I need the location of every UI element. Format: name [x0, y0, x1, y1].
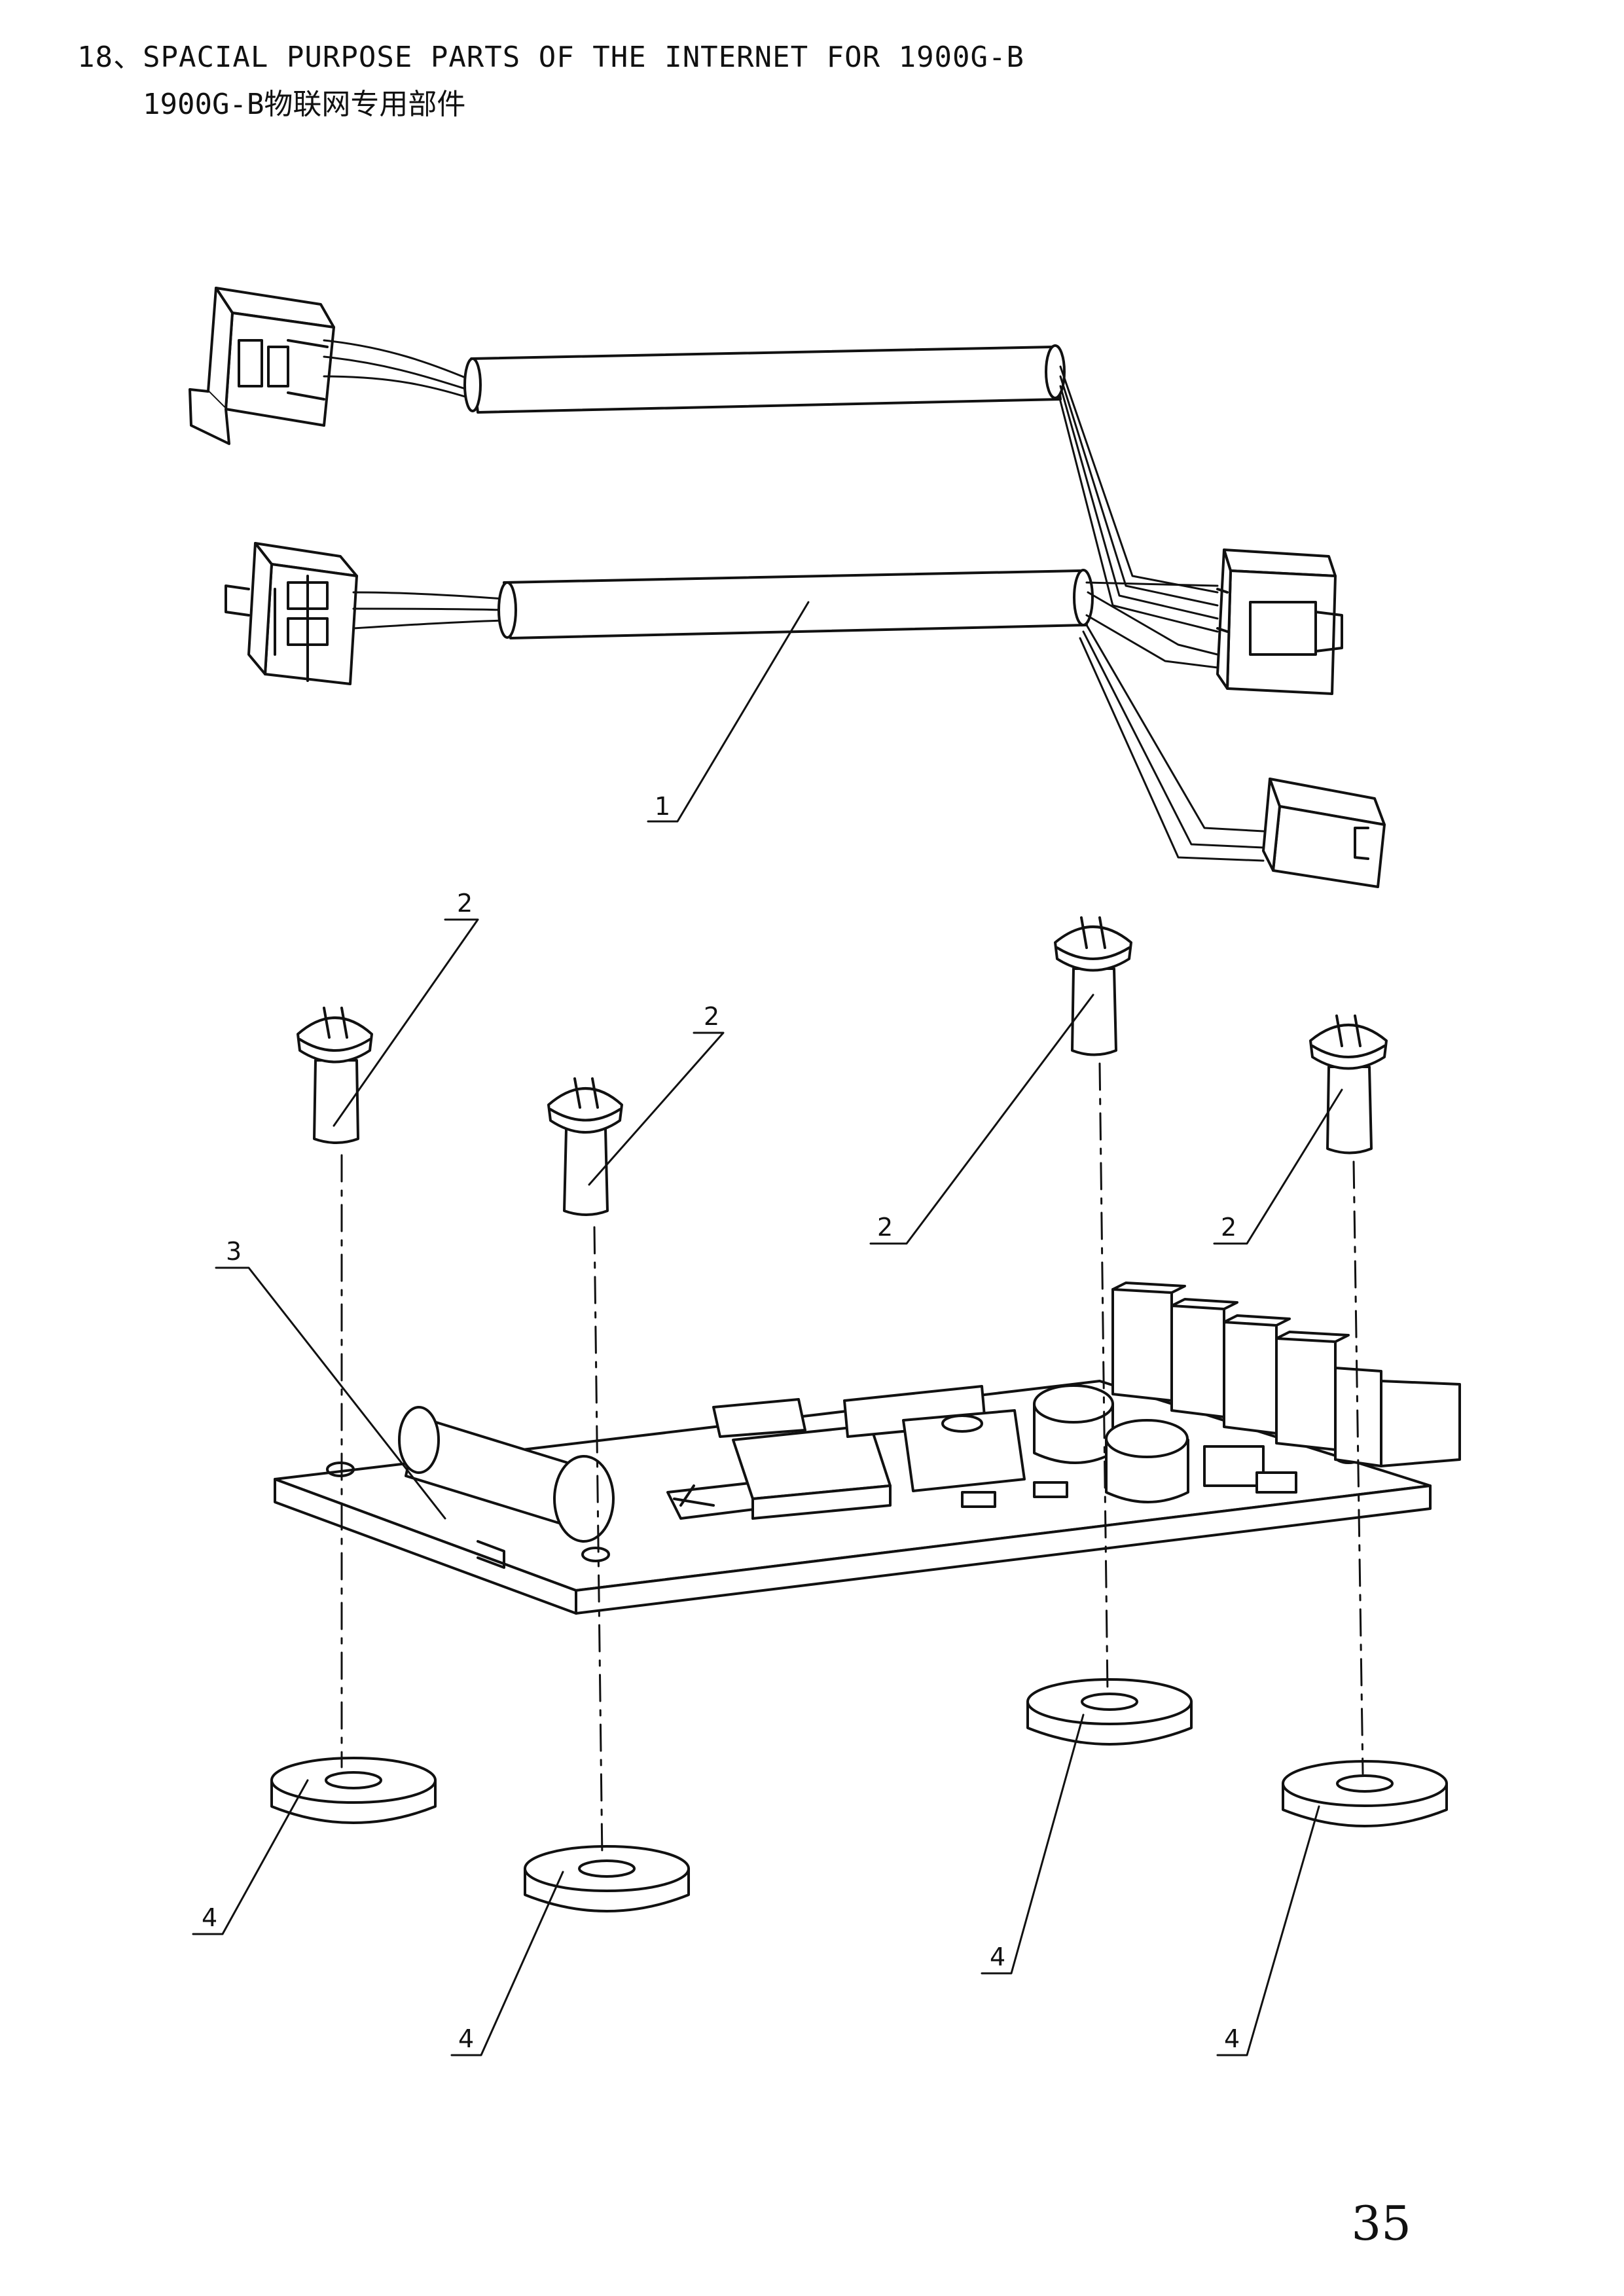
callout-screw-2: 2	[704, 1002, 719, 1031]
harness-connector-upper-left	[189, 287, 335, 445]
callout-screw-1: 2	[457, 889, 473, 918]
page-header: 18、SPACIAL PURPOSE PARTS OF THE INTERNET…	[77, 34, 1024, 128]
callout-cable: 1	[655, 792, 670, 821]
callout-leader-lines	[192, 601, 1343, 2056]
callout-labels: 1 2 2 2 2 3 4 4 4 4	[202, 792, 1240, 2053]
callout-washer-2: 4	[458, 2024, 474, 2053]
screw-1	[297, 1007, 373, 1144]
wire-harness	[189, 287, 1386, 888]
washer-4	[1282, 1760, 1448, 1827]
harness-connector-lower-left	[225, 542, 358, 685]
washer-3	[1026, 1678, 1193, 1746]
section-separator: 、	[113, 41, 143, 74]
assembly-center-lines	[340, 1062, 1364, 1860]
section-number: 18	[77, 41, 113, 74]
circuit-board	[274, 1282, 1461, 1615]
page-number: 35	[1351, 2196, 1411, 2251]
screw-3	[1054, 916, 1132, 1056]
section-title-en: 18、SPACIAL PURPOSE PARTS OF THE INTERNET…	[77, 34, 1024, 81]
harness-connector-right	[1216, 548, 1343, 695]
screw-2	[547, 1077, 623, 1216]
washer-2	[524, 1845, 690, 1912]
screw-4	[1309, 1014, 1388, 1155]
title-english: SPACIAL PURPOSE PARTS OF THE INTERNET FO…	[142, 41, 1025, 74]
harness-sleeve-upper	[463, 344, 1066, 414]
callout-board: 3	[226, 1237, 242, 1266]
washer-1	[270, 1757, 437, 1824]
callout-screw-3: 2	[877, 1213, 893, 1242]
callout-washer-4: 4	[1224, 2024, 1240, 2053]
callout-screw-4: 2	[1221, 1213, 1236, 1242]
callout-washer-3: 4	[990, 1943, 1005, 1971]
harness-connector-bottom-right	[1262, 778, 1386, 888]
section-title-cn: 1900G-B物联网专用部件	[143, 88, 466, 121]
harness-sleeve-lower	[497, 569, 1094, 639]
callout-washer-1: 4	[202, 1903, 217, 1932]
